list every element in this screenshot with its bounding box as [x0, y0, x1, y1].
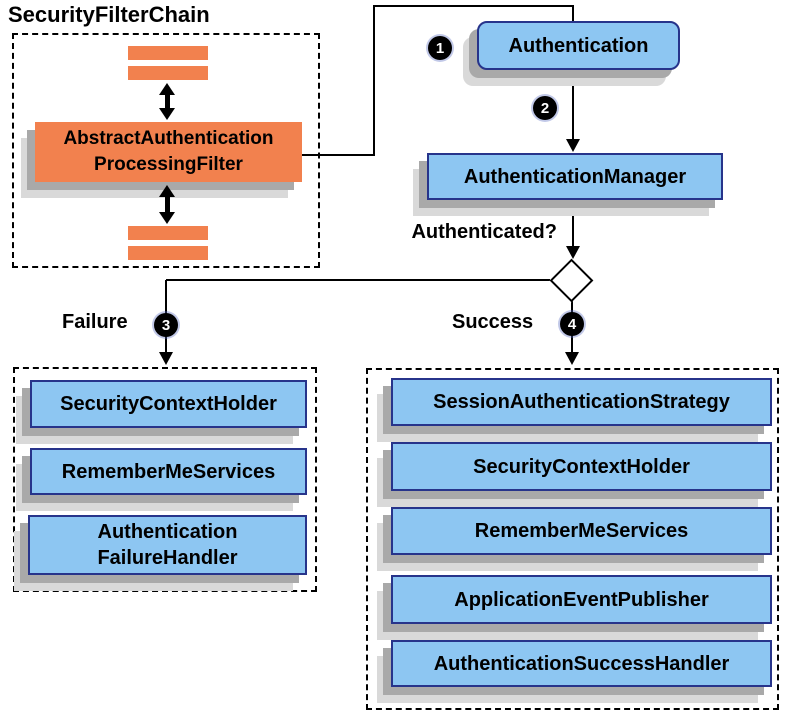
arrowhead-down-icon	[566, 139, 580, 152]
failure-outcomes-box	[13, 367, 317, 592]
arrowhead-down-icon	[159, 352, 173, 365]
filter-placeholder-bar	[128, 246, 208, 260]
filter-box-label-line2: ProcessingFilter	[94, 154, 243, 175]
outcome-box-label-line1: Authentication	[97, 521, 238, 543]
connector-line	[166, 279, 550, 281]
arrow-shaft	[164, 93, 170, 110]
authentication-success-handler-box: AuthenticationSuccessHandler	[391, 640, 772, 687]
arrow-up-icon	[159, 83, 175, 95]
step-3-badge: 3	[154, 313, 178, 337]
bidirectional-arrow-icon	[159, 185, 175, 224]
connector-line	[373, 5, 574, 7]
step-2-number: 2	[540, 99, 550, 117]
connector-line	[302, 154, 374, 156]
authentication-failure-handler-box: Authentication FailureHandler	[28, 515, 307, 575]
bidirectional-arrow-icon	[159, 83, 175, 120]
outcome-box-label: SecurityContextHolder	[473, 455, 690, 478]
session-authentication-strategy-box: SessionAuthenticationStrategy	[391, 378, 772, 426]
step-4-badge: 4	[560, 312, 584, 336]
arrow-up-icon	[159, 185, 175, 197]
remember-me-services-failure-box: RememberMeServices	[30, 448, 307, 495]
failure-label: Failure	[62, 311, 128, 333]
step-1-badge: 1	[428, 36, 452, 60]
authentication-manager-label: AuthenticationManager	[463, 165, 687, 188]
connector-line	[373, 5, 375, 156]
success-outcomes-box	[366, 368, 779, 710]
outcome-box-label: AuthenticationSuccessHandler	[433, 652, 730, 675]
filter-placeholder-bar	[128, 46, 208, 60]
security-filter-chain-box	[12, 33, 320, 268]
arrowhead-down-icon	[566, 246, 580, 259]
filter-placeholder-bar	[128, 66, 208, 80]
decision-diamond	[549, 258, 594, 303]
step-3-number: 3	[161, 316, 171, 334]
success-label: Success	[452, 311, 534, 333]
outcome-box-label: SecurityContextHolder	[60, 393, 277, 415]
authentication-label: Authentication	[508, 34, 649, 57]
step-4-number: 4	[567, 315, 577, 333]
security-filter-chain-title: SecurityFilterChain	[8, 2, 210, 27]
remember-me-services-success-box: RememberMeServices	[391, 507, 772, 555]
authenticated-question-label: Authenticated?	[411, 221, 557, 243]
security-context-holder-failure-box: SecurityContextHolder	[30, 380, 307, 428]
step-2-badge: 2	[533, 96, 557, 120]
connector-line	[572, 70, 574, 141]
authentication-manager-box: AuthenticationManager	[427, 153, 723, 200]
arrow-down-icon	[159, 108, 175, 120]
connector-line	[572, 5, 574, 22]
outcome-box-label: ApplicationEventPublisher	[454, 588, 709, 611]
outcome-box-label: SessionAuthenticationStrategy	[433, 391, 730, 413]
arrow-shaft	[164, 195, 170, 214]
arrowhead-down-icon	[565, 352, 579, 365]
application-event-publisher-box: ApplicationEventPublisher	[391, 575, 772, 624]
arrow-down-icon	[159, 212, 175, 224]
filter-box-label-line1: AbstractAuthentication	[63, 128, 274, 150]
outcome-box-label: RememberMeServices	[61, 460, 276, 483]
step-1-number: 1	[435, 39, 445, 57]
abstract-authentication-processing-filter-box: AbstractAuthentication ProcessingFilter	[35, 122, 302, 182]
authentication-box: Authentication	[477, 21, 680, 70]
security-context-holder-success-box: SecurityContextHolder	[391, 442, 772, 491]
filter-placeholder-bar	[128, 226, 208, 240]
connector-line	[572, 200, 574, 247]
outcome-box-label: RememberMeServices	[474, 520, 689, 542]
outcome-box-label-line2: FailureHandler	[97, 547, 238, 569]
